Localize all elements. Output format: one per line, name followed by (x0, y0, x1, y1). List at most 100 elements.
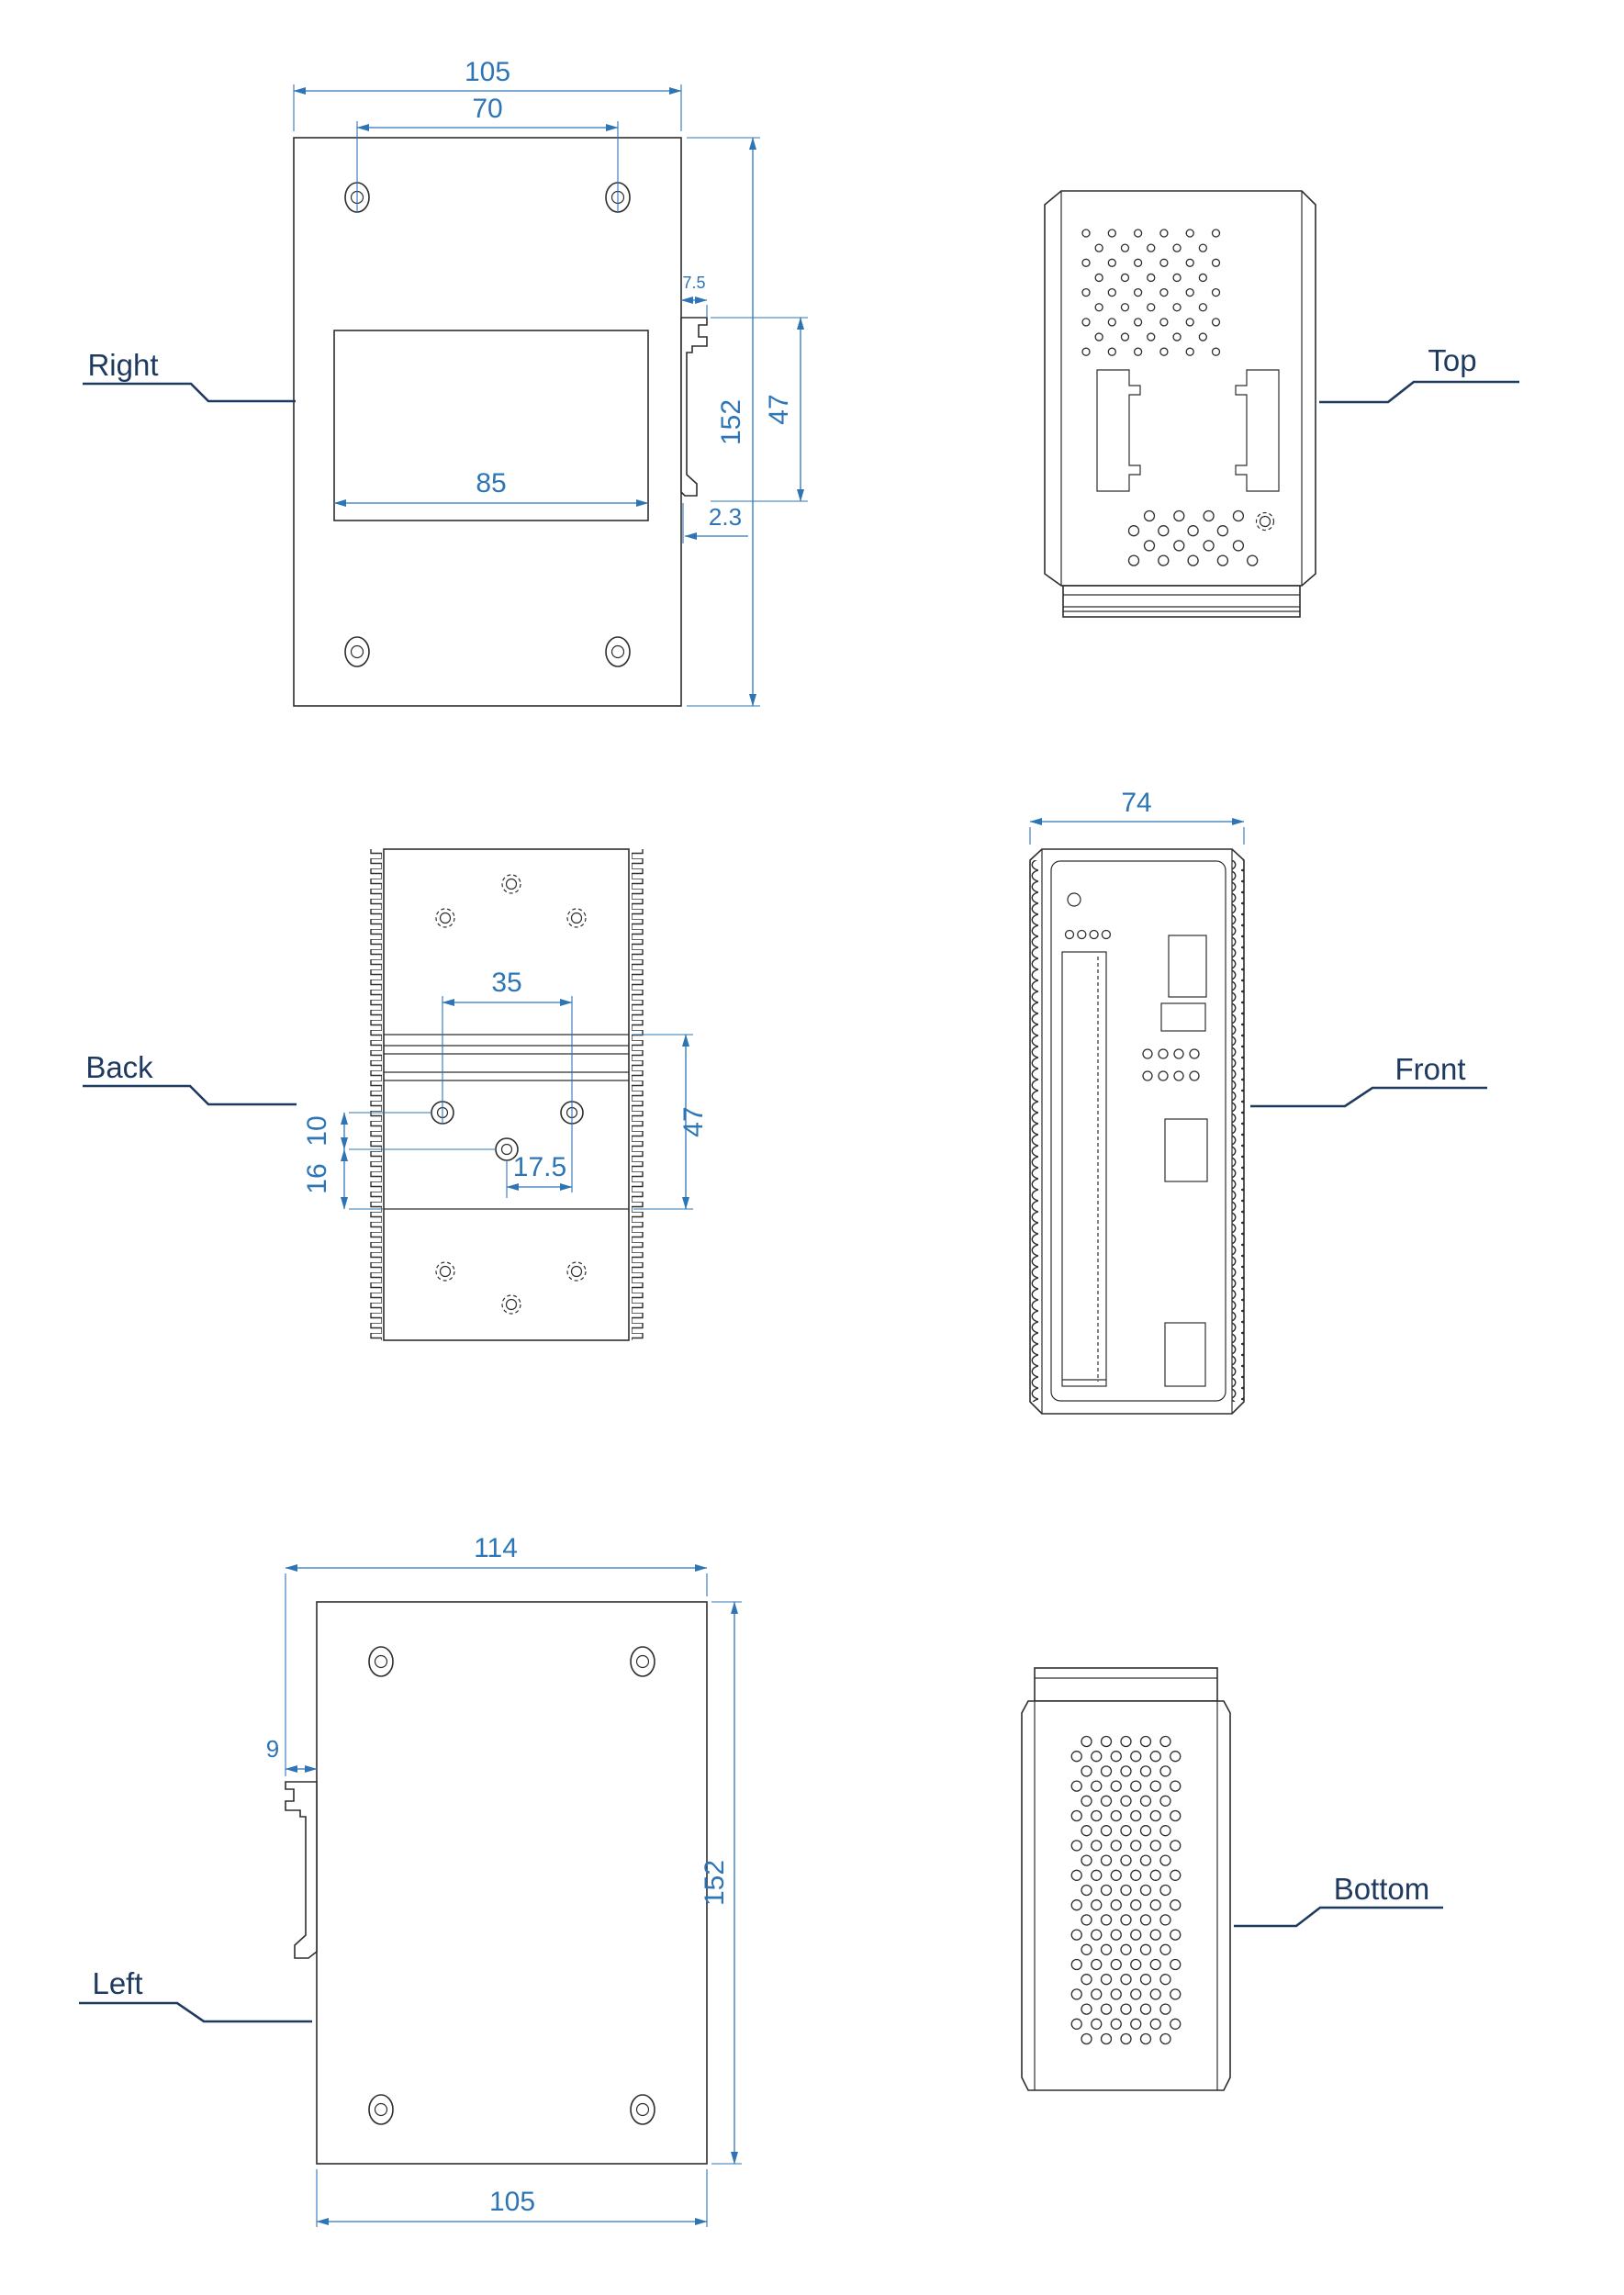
vent-hole (1147, 243, 1156, 252)
fiber-port (1168, 935, 1207, 998)
left-mounting-holes (368, 1646, 655, 2125)
vent-hole (1130, 2018, 1142, 2030)
din-rail-clip (680, 317, 708, 497)
vent-hole (1203, 540, 1215, 552)
vent-hole (1070, 1751, 1082, 1763)
vent-hole (1081, 1854, 1092, 1866)
vent-hole (1070, 1780, 1082, 1792)
vent-hole (1130, 1929, 1142, 1941)
din-rail-band (384, 1034, 629, 1081)
vent-hole (1120, 1974, 1132, 1986)
back-fin-edge-right (629, 849, 644, 1340)
view-left: 114 9 152 105 Left (79, 1533, 742, 2227)
vent-hole (1139, 1795, 1152, 1807)
vent-hole (1110, 1840, 1122, 1852)
vent-hole (1133, 258, 1143, 267)
vent-hole (1159, 1795, 1171, 1807)
vent-hole (1130, 1780, 1142, 1792)
left-finned-body (316, 1601, 708, 2165)
dim-value: 152 (716, 399, 746, 445)
vent-hole (1091, 1780, 1103, 1792)
dim-value: 35 (491, 968, 521, 998)
vent-hole (1091, 2018, 1103, 2030)
vent-hole (1170, 1840, 1182, 1852)
vent-hole (1247, 554, 1259, 566)
vent-hole (1091, 1899, 1103, 1911)
back-dim-17p5: 17.5 (506, 1152, 573, 1198)
view-top: Top (1044, 190, 1519, 618)
front-fin-edge-left (1030, 860, 1042, 1402)
vent-hole (1185, 258, 1194, 267)
vent-hole (1159, 1854, 1171, 1866)
vent-hole (1120, 273, 1130, 283)
vent-hole (1211, 318, 1221, 327)
vent-hole (1158, 1048, 1169, 1059)
vent-hole (1185, 318, 1194, 327)
vent-hole (1216, 554, 1229, 566)
vent-hole (1133, 318, 1143, 327)
vent-hole (1147, 332, 1156, 341)
back-leader-line (83, 1084, 297, 1106)
view-front: 74 Front (1029, 788, 1487, 1415)
vent-hole (1143, 509, 1156, 522)
vent-hole (1127, 525, 1140, 537)
vent-hole (1101, 929, 1112, 940)
vent-hole (1091, 1929, 1103, 1941)
vent-hole (1091, 1751, 1103, 1763)
vent-hole (1070, 1929, 1082, 1941)
view-label-back: Back (85, 1050, 153, 1084)
view-label-top: Top (1428, 343, 1476, 377)
vent-hole (1107, 347, 1116, 356)
view-back: 35 47 10 16 17.5 Back (83, 848, 709, 1341)
vent-hole (1189, 1070, 1200, 1081)
right-leader-line (83, 382, 296, 403)
back-dim-35: 35 (442, 968, 573, 1192)
vent-hole (1081, 2003, 1092, 2015)
vent-hole (1110, 2018, 1122, 2030)
vent-hole (1133, 347, 1143, 356)
vent-hole (1110, 1988, 1122, 2000)
dim-value: 152 (700, 1860, 730, 1906)
top-connector-cutout-left (1096, 369, 1141, 492)
vent-hole (1147, 273, 1156, 283)
dim-value: 9 (266, 1735, 279, 1763)
vent-hole (1110, 1958, 1122, 1971)
vent-hole (1139, 1884, 1152, 1897)
vent-hole (1172, 273, 1182, 283)
vent-hole (1130, 1751, 1142, 1763)
vent-hole (1094, 332, 1103, 341)
vent-hole (1100, 1943, 1113, 1955)
screw-hole (435, 1261, 455, 1282)
vent-hole (1159, 2003, 1171, 2015)
vent-hole (1091, 1840, 1103, 1852)
view-label-left: Left (92, 1966, 142, 2000)
vent-hole (1232, 509, 1245, 522)
dim-value: 70 (472, 94, 502, 124)
vent-hole (1143, 540, 1156, 552)
vent-hole (1159, 229, 1169, 238)
vent-hole (1170, 1988, 1182, 2000)
dim-value: 2.3 (709, 503, 742, 531)
vent-hole (1159, 1765, 1171, 1777)
top-vent-grid-upper (1081, 229, 1221, 356)
vent-hole (1120, 1765, 1132, 1777)
dim-value: 105 (489, 2187, 535, 2217)
vent-hole (1120, 1884, 1132, 1897)
vent-hole (1120, 2032, 1132, 2045)
din-rail-clip (285, 1781, 318, 1959)
vent-hole (1158, 554, 1170, 566)
left-dim-9: 9 (266, 1735, 318, 1773)
reset-recess (1160, 1002, 1206, 1032)
mounting-hole (344, 636, 370, 667)
vent-hole (1142, 1048, 1153, 1059)
vent-hole (1091, 1869, 1103, 1881)
vent-hole (1203, 509, 1215, 522)
vent-hole (1139, 1854, 1152, 1866)
vent-hole (1173, 509, 1185, 522)
vent-hole (1211, 258, 1221, 267)
right-dim-70: 70 (356, 94, 619, 213)
dim-value: 47 (678, 1106, 709, 1136)
right-dim-105: 105 (293, 57, 682, 131)
right-dim-2p3: 2.3 (682, 503, 748, 543)
